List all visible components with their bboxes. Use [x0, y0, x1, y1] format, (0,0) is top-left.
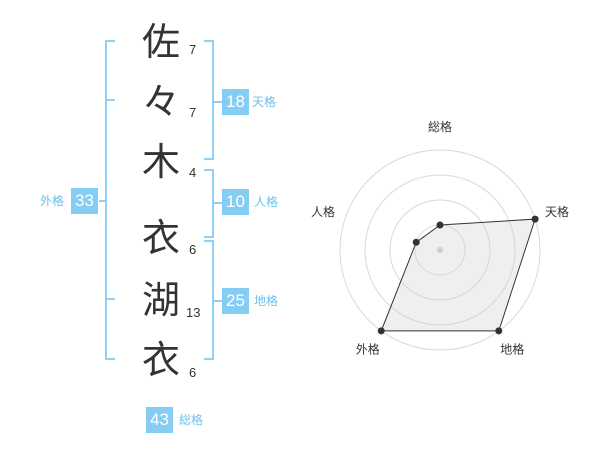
- radar-grid-ring: [364, 174, 516, 326]
- radar-grid-ring: [389, 199, 491, 301]
- chikaku-bracket: [204, 240, 214, 360]
- gaikaku-tick-upper: [105, 99, 115, 101]
- chikaku-badge: 25: [222, 288, 249, 314]
- jinkaku-bracket: [204, 169, 214, 238]
- stroke-count-6: 6: [189, 365, 197, 380]
- stroke-count-1: 7: [189, 42, 197, 57]
- jinkaku-label: 人格: [254, 195, 279, 209]
- name-char-4: 衣: [141, 216, 180, 260]
- soukaku-label: 総格: [179, 413, 204, 427]
- tenkaku-connector: [214, 101, 222, 103]
- jinkaku-connector: [214, 202, 222, 204]
- radar-axis-label: 地格: [500, 342, 524, 357]
- tenkaku-badge: 18: [222, 89, 249, 115]
- radar-point: [436, 221, 444, 229]
- stroke-count-3: 4: [189, 165, 197, 180]
- chikaku-label: 地格: [254, 294, 279, 308]
- stroke-count-2: 7: [189, 105, 197, 120]
- gaikaku-tick-lower: [105, 298, 115, 300]
- name-char-1: 佐: [141, 20, 180, 64]
- tenkaku-bracket: [204, 40, 214, 160]
- name-char-5: 湖: [141, 278, 180, 322]
- radar-point: [377, 327, 385, 335]
- radar-axis-label: 人格: [311, 204, 335, 219]
- radar-grid-ring: [339, 149, 541, 351]
- radar-point: [412, 238, 420, 246]
- name-char-3: 木: [141, 140, 180, 184]
- gaikaku-bracket: [105, 40, 115, 360]
- radar-point: [531, 215, 539, 223]
- soukaku-badge: 43: [146, 407, 173, 433]
- gaikaku-badge: 33: [71, 188, 98, 214]
- radar-center-dot: [437, 247, 443, 253]
- name-char-6: 衣: [141, 338, 180, 382]
- radar-axis-label: 総格: [428, 119, 452, 134]
- radar-axis-label: 外格: [356, 342, 380, 357]
- tenkaku-label: 天格: [252, 95, 277, 109]
- radar-point: [495, 327, 503, 335]
- radar-series-polygon: [380, 218, 536, 332]
- stroke-count-4: 6: [189, 242, 197, 257]
- chikaku-connector: [214, 300, 222, 302]
- stroke-count-5: 13: [186, 305, 201, 320]
- jinkaku-badge: 10: [222, 189, 249, 215]
- radar-axis-label: 天格: [545, 204, 569, 219]
- gaikaku-label: 外格: [40, 194, 65, 208]
- name-char-2: 々: [141, 80, 180, 124]
- gaikaku-connector: [99, 200, 105, 202]
